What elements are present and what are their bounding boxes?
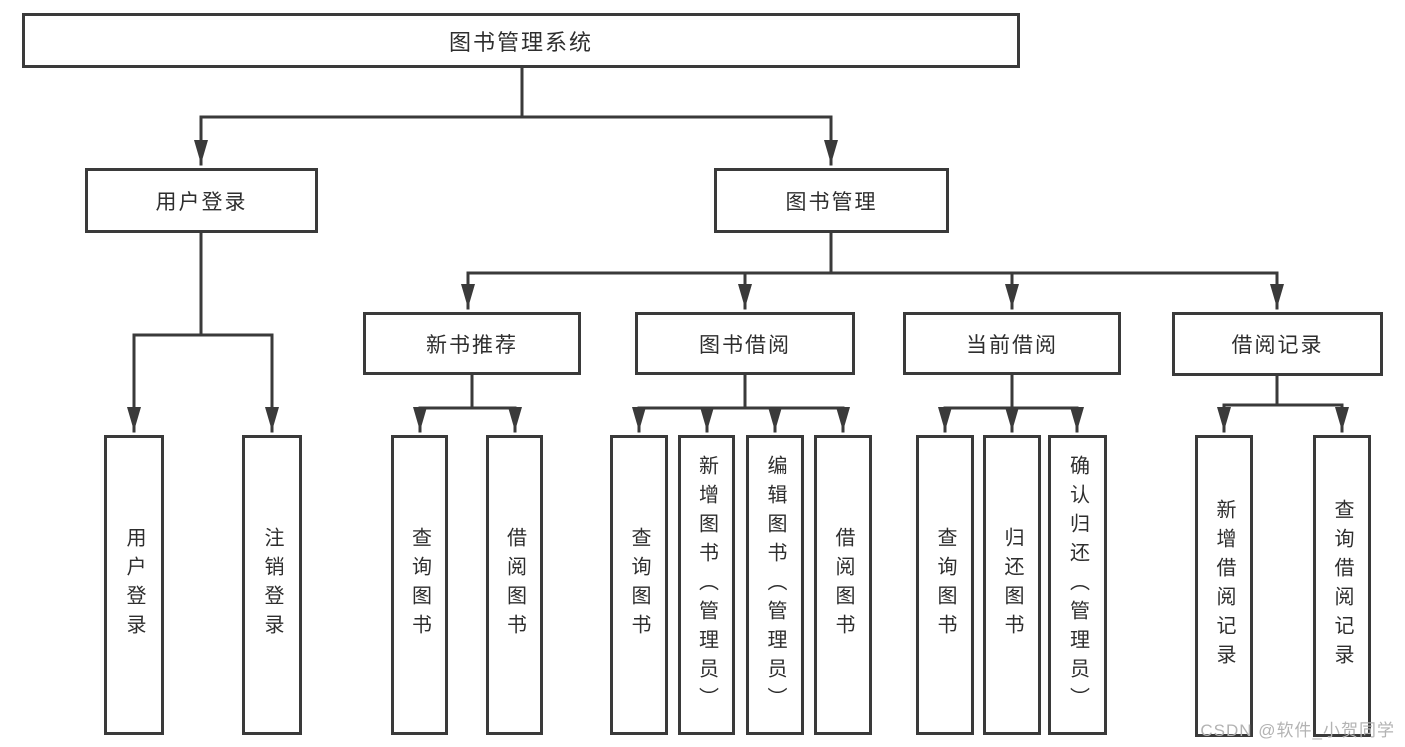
leaf-edit-book-admin: 编辑图书（管理员）	[746, 435, 804, 735]
leaf-confirm-return-admin: 确认归还（管理员）	[1048, 435, 1107, 735]
node-borrow-records: 借阅记录	[1172, 312, 1383, 376]
leaf-add-book-admin: 新增图书（管理员）	[678, 435, 735, 735]
leaf-user-login: 用户登录	[104, 435, 164, 735]
node-root-system: 图书管理系统	[22, 13, 1020, 68]
leaf-return-book: 归还图书	[983, 435, 1041, 735]
node-book-borrow: 图书借阅	[635, 312, 855, 375]
leaf-borrow-books-recommend: 借阅图书	[486, 435, 543, 735]
csdn-watermark: CSDN @软件_小贺同学	[1200, 721, 1395, 740]
leaf-borrow-books-borrow: 借阅图书	[814, 435, 872, 735]
node-new-book-recommend: 新书推荐	[363, 312, 581, 375]
leaf-query-books-current: 查询图书	[916, 435, 974, 735]
leaf-add-borrow-record: 新增借阅记录	[1195, 435, 1253, 737]
leaf-query-books-recommend: 查询图书	[391, 435, 448, 735]
leaf-query-books-borrow: 查询图书	[610, 435, 668, 735]
node-user-login: 用户登录	[85, 168, 318, 233]
node-current-borrow: 当前借阅	[903, 312, 1121, 375]
node-book-management: 图书管理	[714, 168, 949, 233]
leaf-query-borrow-record: 查询借阅记录	[1313, 435, 1371, 737]
leaf-logout: 注销登录	[242, 435, 302, 735]
